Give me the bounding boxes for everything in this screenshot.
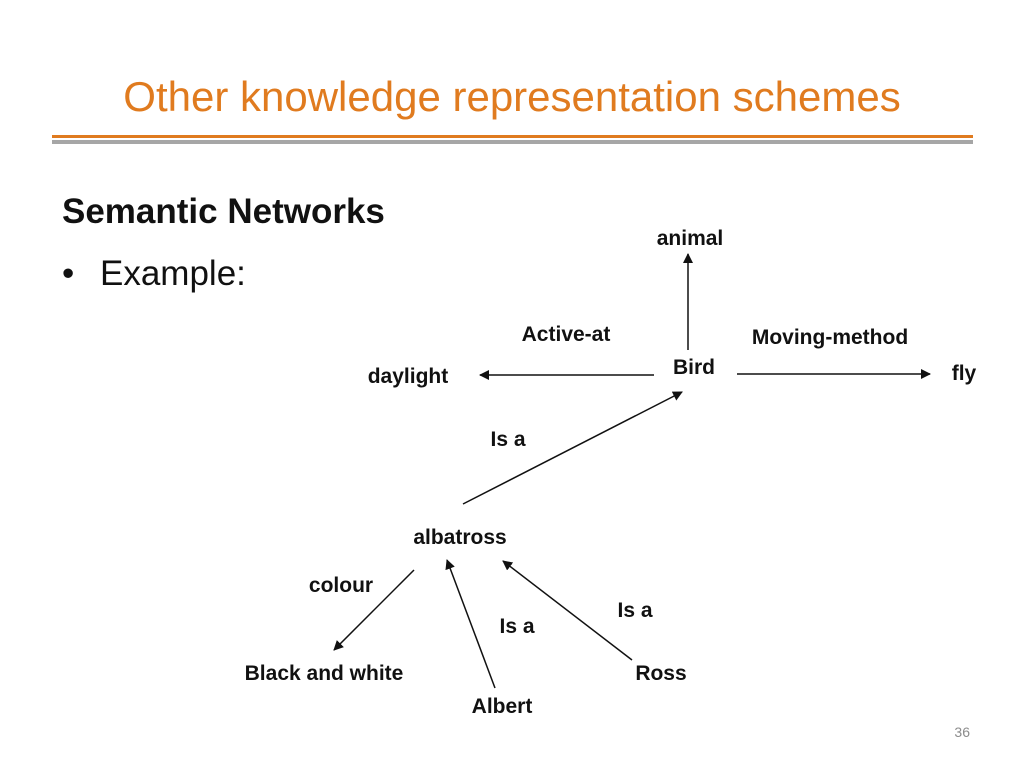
edge-label-active-at: Active-at (522, 323, 611, 346)
node-fly: fly (952, 362, 977, 385)
page-number: 36 (954, 724, 970, 740)
edge-label-moving-method: Moving-method (752, 326, 908, 349)
bullet-marker: • (62, 254, 75, 293)
edge-albatross-bird (462, 391, 683, 505)
edge-albatross-colour (333, 569, 415, 651)
edge-label-albert-is-a: Is a (499, 615, 534, 638)
edge-label-ross-is-a: Is a (617, 599, 652, 622)
section-heading: Semantic Networks (62, 192, 385, 231)
bullet-text: Example: (100, 254, 246, 293)
node-albert: Albert (472, 695, 533, 718)
edge-label-albatross-is-a: Is a (490, 428, 525, 451)
slide-title: Other knowledge representation schemes (123, 73, 901, 120)
title-divider-orange (52, 135, 973, 138)
edge-albert-albatross (445, 559, 496, 689)
node-animal: animal (657, 227, 724, 250)
node-bird: Bird (673, 356, 715, 379)
node-black-and-white: Black and white (245, 662, 404, 685)
node-ross: Ross (635, 662, 686, 685)
node-albatross: albatross (413, 526, 506, 549)
edge-label-colour: colour (309, 574, 373, 597)
bullet-item: • Example: (62, 254, 246, 294)
edge-ross-albatross (502, 560, 633, 661)
node-daylight: daylight (368, 365, 449, 388)
title-divider-gray (52, 140, 973, 144)
